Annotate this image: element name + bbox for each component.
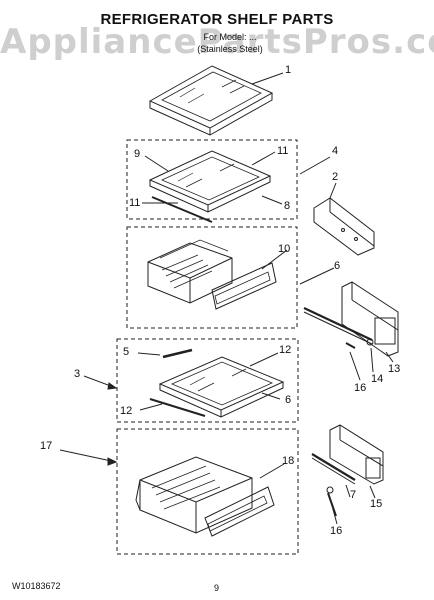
deli-drawer-17-drawing <box>59 449 285 537</box>
assembly-box-4 <box>126 139 298 220</box>
callout-2: 2 <box>332 171 339 183</box>
model-subtitle: For Model: ... (Stainless Steel) <box>150 31 310 55</box>
callout-13: 13 <box>388 363 401 375</box>
callout-3: 3 <box>74 368 81 380</box>
callout-5: 5 <box>123 346 130 358</box>
callout-17: 17 <box>40 440 53 452</box>
callout-16-bottom: 16 <box>330 525 343 537</box>
callout-6-bottom: 6 <box>285 394 292 406</box>
callout-6-top: 6 <box>334 260 341 272</box>
assembly-box-17 <box>116 428 299 555</box>
callout-4: 4 <box>332 145 339 157</box>
glass-shelf-4-drawing <box>142 150 331 223</box>
callout-11-bottom: 11 <box>129 197 141 209</box>
subtitle-line-2: (Stainless Steel) <box>197 44 263 54</box>
rail-bracket-15-drawing <box>311 424 384 525</box>
callout-8-top: 8 <box>284 200 291 212</box>
callout-12-top: 12 <box>279 344 292 356</box>
callout-9: 9 <box>134 148 141 160</box>
shelf-bracket-2-drawing <box>313 182 375 256</box>
callout-16-top: 16 <box>354 382 367 394</box>
crisper-drawer-6-drawing <box>147 239 335 310</box>
callout-1: 1 <box>285 64 292 76</box>
callout-14: 14 <box>371 373 384 385</box>
callout-18: 18 <box>282 455 295 467</box>
assembly-box-6 <box>126 226 298 329</box>
callout-10: 10 <box>278 243 291 255</box>
callout-7: 7 <box>350 489 357 501</box>
page-number: 9 <box>214 583 220 593</box>
callout-12-bottom: 12 <box>120 405 133 417</box>
callout-15: 15 <box>370 498 383 510</box>
callout-11-top: 11 <box>277 145 289 157</box>
glass-shelf-3-drawing <box>83 348 285 418</box>
subtitle-line-1: For Model: ... <box>203 32 257 42</box>
watermark: AppliancePartsPros.com <box>0 22 434 62</box>
document-number: W10183672 <box>12 581 61 591</box>
assembly-box-3 <box>116 338 299 423</box>
rail-bracket-13-drawing <box>303 281 399 381</box>
glass-shelf-1-drawing <box>148 65 284 136</box>
page-title: REFRIGERATOR SHELF PARTS <box>100 11 334 28</box>
